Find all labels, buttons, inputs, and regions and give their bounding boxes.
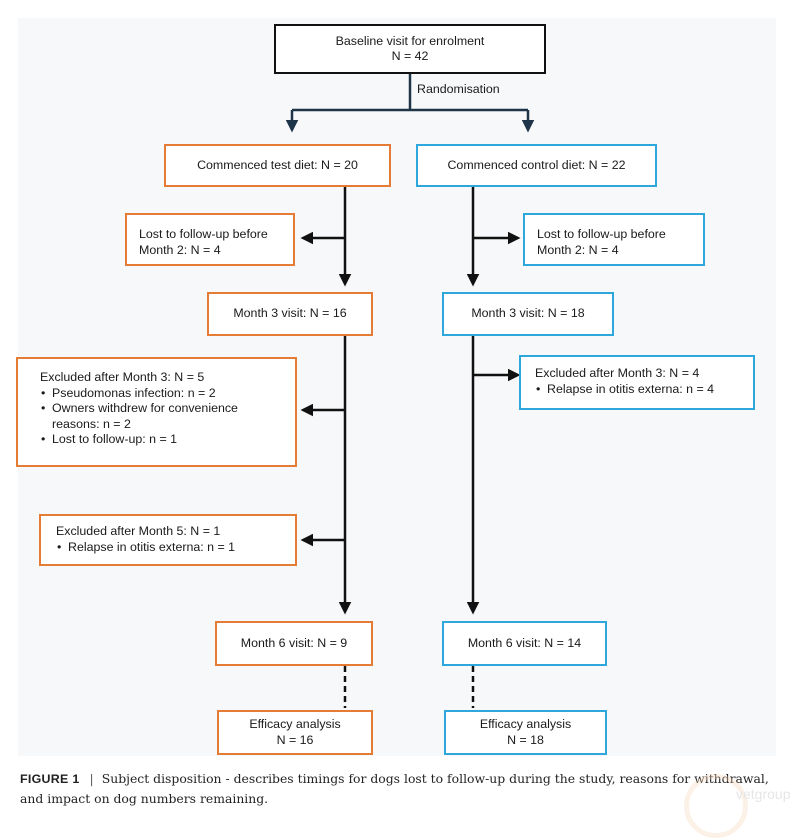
test-month6-text: Month 6 visit: N = 9 bbox=[240, 635, 348, 650]
flow-diagram: Baseline visit for enrolment N = 42 Rand… bbox=[16, 18, 776, 756]
control-lost-line2: Month 2: N = 4 bbox=[537, 242, 619, 257]
randomisation-label: Randomisation bbox=[417, 82, 500, 96]
caption-separator: | bbox=[89, 771, 94, 786]
test-lost-line2: Month 2: N = 4 bbox=[139, 242, 221, 257]
control-arm-connectors bbox=[466, 187, 521, 708]
watermark-logo-icon bbox=[684, 774, 748, 838]
test-month3-box: Month 3 visit: N = 16 bbox=[207, 292, 373, 336]
test-excluded-m3-title: Excluded after Month 3: N = 5 bbox=[40, 370, 205, 384]
test-commenced-text: Commenced test diet: N = 20 bbox=[197, 157, 358, 172]
control-lost-month2-box: Lost to follow-up before Month 2: N = 4 bbox=[523, 213, 705, 266]
test-lost-line1: Lost to follow-up before bbox=[139, 227, 268, 241]
control-month6-text: Month 6 visit: N = 14 bbox=[467, 635, 582, 650]
connector-lines bbox=[285, 73, 535, 708]
test-excluded-m5-list: Relapse in otitis externa: n = 1 bbox=[56, 540, 280, 556]
randomisation-connector bbox=[285, 73, 535, 133]
list-item: Owners withdrew for convenience reasons:… bbox=[40, 401, 252, 432]
control-commenced-text: Commenced control diet: N = 22 bbox=[447, 157, 626, 172]
list-item: Relapse in otitis externa: n = 4 bbox=[535, 382, 739, 398]
baseline-line1: Baseline visit for enrolment bbox=[335, 33, 485, 48]
test-efficacy-line1: Efficacy analysis bbox=[249, 717, 341, 731]
test-commenced-box: Commenced test diet: N = 20 bbox=[164, 144, 391, 187]
baseline-box: Baseline visit for enrolment N = 42 bbox=[274, 24, 546, 74]
control-excluded-m3-title: Excluded after Month 3: N = 4 bbox=[535, 366, 700, 380]
test-excluded-m3-box: Excluded after Month 3: N = 5 Pseudomona… bbox=[16, 357, 297, 467]
test-lost-month2-box: Lost to follow-up before Month 2: N = 4 bbox=[125, 213, 295, 266]
control-month3-text: Month 3 visit: N = 18 bbox=[471, 306, 585, 321]
test-arm-connectors bbox=[300, 187, 352, 708]
test-month3-text: Month 3 visit: N = 16 bbox=[233, 306, 347, 321]
watermark-text: vetgroup bbox=[736, 786, 791, 802]
control-efficacy-box: Efficacy analysis N = 18 bbox=[444, 710, 607, 755]
test-month6-box: Month 6 visit: N = 9 bbox=[215, 621, 373, 666]
test-excluded-m5-title: Excluded after Month 5: N = 1 bbox=[56, 524, 221, 538]
control-excluded-m3-box: Excluded after Month 3: N = 4 Relapse in… bbox=[519, 355, 755, 410]
control-commenced-box: Commenced control diet: N = 22 bbox=[416, 144, 657, 187]
figure-label: FIGURE 1 bbox=[20, 772, 80, 786]
caption-text: Subject disposition - describes timings … bbox=[20, 771, 769, 806]
list-item: Relapse in otitis externa: n = 1 bbox=[56, 540, 280, 556]
control-month6-box: Month 6 visit: N = 14 bbox=[442, 621, 607, 666]
test-efficacy-box: Efficacy analysis N = 16 bbox=[217, 710, 373, 755]
list-item: Lost to follow-up: n = 1 bbox=[40, 432, 273, 448]
test-excluded-m5-box: Excluded after Month 5: N = 1 Relapse in… bbox=[39, 514, 297, 566]
figure-caption: FIGURE 1 |Subject disposition - describes… bbox=[20, 769, 780, 808]
baseline-line2: N = 42 bbox=[391, 49, 429, 63]
test-excluded-m3-list: Pseudomonas infection: n = 2 Owners with… bbox=[40, 386, 273, 448]
control-lost-line1: Lost to follow-up before bbox=[537, 227, 666, 241]
control-month3-box: Month 3 visit: N = 18 bbox=[442, 292, 614, 336]
test-efficacy-line2: N = 16 bbox=[276, 732, 314, 747]
control-efficacy-line1: Efficacy analysis bbox=[479, 717, 572, 731]
control-excluded-m3-list: Relapse in otitis externa: n = 4 bbox=[535, 382, 739, 398]
list-item: Pseudomonas infection: n = 2 bbox=[40, 386, 273, 402]
control-efficacy-line2: N = 18 bbox=[507, 732, 544, 747]
